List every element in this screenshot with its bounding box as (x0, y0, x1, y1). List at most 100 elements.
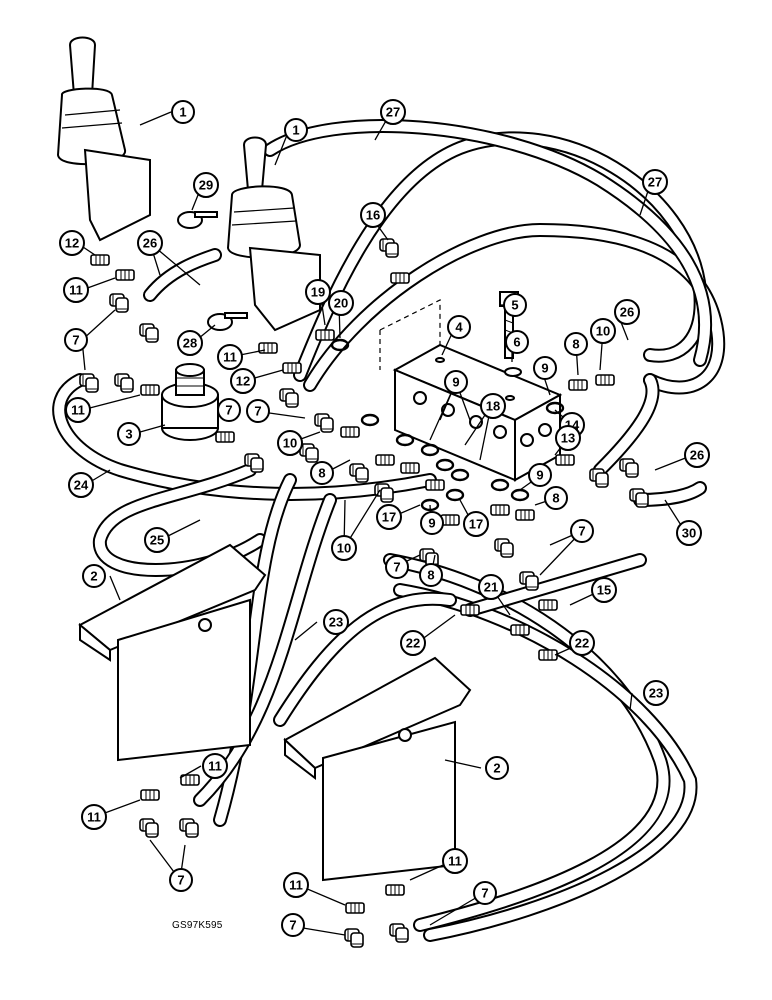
callout-c4: 4 (447, 315, 471, 339)
callout-c11g: 11 (442, 848, 468, 874)
callout-c22b: 22 (569, 630, 595, 656)
callout-label: 8 (318, 466, 325, 481)
callout-label: 2 (90, 569, 97, 584)
pedal-valve (161, 363, 219, 441)
callout-label: 8 (572, 337, 579, 352)
callout-label: 7 (393, 560, 400, 575)
callout-circle (246, 399, 270, 423)
callout-circle (442, 848, 468, 874)
callout-label: 5 (511, 298, 518, 313)
callout-c23b: 23 (643, 680, 669, 706)
callout-circle (478, 574, 504, 600)
callout-circle (360, 202, 386, 228)
washer (504, 367, 522, 377)
callout-c28: 28 (177, 330, 203, 356)
callout-label: 11 (289, 878, 303, 893)
callout-circle (277, 430, 303, 456)
callout-label: 11 (87, 810, 101, 825)
callout-label: 16 (366, 208, 380, 223)
callout-circle (444, 370, 468, 394)
callout-label: 9 (536, 468, 543, 483)
callout-c11c: 11 (65, 397, 91, 423)
callout-label: 4 (455, 320, 463, 335)
callout-circle (144, 527, 170, 553)
callout-label: 30 (682, 526, 696, 541)
callout-circle (555, 425, 581, 451)
callout-circle (528, 463, 552, 487)
callout-c6: 6 (505, 330, 529, 354)
callout-c1a: 1 (171, 100, 195, 124)
callout-circle (169, 868, 193, 892)
callout-label: 10 (337, 541, 351, 556)
callout-circle (217, 398, 241, 422)
callout-circle (505, 330, 529, 354)
callout-circle (202, 753, 228, 779)
callout-c12a: 12 (59, 230, 85, 256)
callout-c7f: 7 (169, 868, 193, 892)
callout-label: 10 (283, 436, 297, 451)
callout-circle (503, 293, 527, 317)
foot-pedal-right (283, 656, 472, 882)
callout-c7b: 7 (217, 398, 241, 422)
callout-circle (284, 118, 308, 142)
foot-pedal-left (78, 543, 267, 762)
callout-c25: 25 (144, 527, 170, 553)
valve-block (392, 343, 563, 482)
callout-c27b: 27 (642, 169, 668, 195)
callout-c11e: 11 (202, 753, 228, 779)
callout-c17a: 17 (376, 504, 402, 530)
callout-circle (473, 881, 497, 905)
callout-label: 7 (481, 886, 488, 901)
callout-c7a: 7 (64, 328, 88, 352)
callout-label: 26 (620, 305, 634, 320)
callout-circle (642, 169, 668, 195)
callout-label: 23 (649, 686, 663, 701)
callout-label: 7 (254, 404, 261, 419)
callout-circle (544, 486, 568, 510)
callout-label: 7 (289, 918, 296, 933)
callout-c8b: 8 (310, 461, 334, 485)
callout-c5: 5 (503, 293, 527, 317)
callout-c22a: 22 (400, 630, 426, 656)
callout-c26a: 26 (137, 230, 163, 256)
callout-c10b: 10 (277, 430, 303, 456)
callout-c24: 24 (68, 472, 94, 498)
callout-circle (564, 332, 588, 356)
callout-label: 13 (561, 431, 575, 446)
callout-circle (64, 328, 88, 352)
callout-circle (643, 680, 669, 706)
callout-c20: 20 (328, 290, 354, 316)
callout-circle (380, 99, 406, 125)
callout-label: 17 (382, 510, 396, 525)
callout-label: 7 (177, 873, 184, 888)
callout-c11a: 11 (63, 277, 89, 303)
callout-label: 26 (690, 448, 704, 463)
callout-circle (419, 563, 443, 587)
callout-circle (485, 756, 509, 780)
callout-label: 11 (448, 854, 462, 869)
callout-label: 2 (493, 761, 500, 776)
callout-circle (590, 318, 616, 344)
callout-label: 7 (225, 403, 232, 418)
callout-circle (533, 356, 557, 380)
callout-label: 9 (452, 375, 459, 390)
callout-circle (331, 535, 357, 561)
callout-c23a: 23 (323, 609, 349, 635)
callout-label: 22 (406, 636, 420, 651)
callout-label: 24 (74, 478, 89, 493)
callout-circle (480, 393, 506, 419)
callout-circle (463, 511, 489, 537)
callout-c7g: 7 (281, 913, 305, 937)
callout-label: 6 (513, 335, 520, 350)
callout-circle (193, 172, 219, 198)
callout-c2b: 2 (485, 756, 509, 780)
callout-circle (177, 330, 203, 356)
callout-label: 8 (427, 568, 434, 583)
callout-label: 11 (223, 350, 237, 365)
callout-c12b: 12 (230, 368, 256, 394)
callout-label: 11 (71, 403, 85, 418)
callout-c7e: 7 (570, 519, 594, 543)
callout-c16: 16 (360, 202, 386, 228)
callout-c11d: 11 (81, 804, 107, 830)
callout-circle (63, 277, 89, 303)
